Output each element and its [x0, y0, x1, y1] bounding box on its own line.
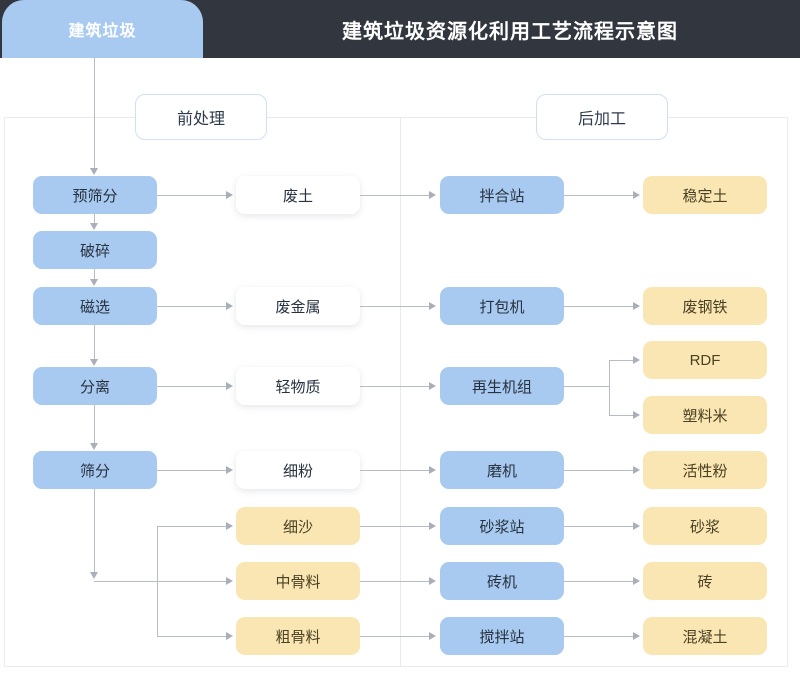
connector-source-to-prescreen	[94, 58, 95, 171]
arrowhead-mill-to-active-powder	[633, 466, 640, 474]
connector-concrete-mixer-to-concrete	[564, 636, 634, 637]
arrowhead-bus-to-coarse-aggregate	[226, 632, 233, 640]
section-label-post: 后加工	[536, 94, 668, 140]
connector-brick-machine-to-brick	[564, 581, 634, 582]
arrowhead-waste-metal-to-baler	[429, 302, 436, 310]
node-intermediate-fine-powder[interactable]: 细粉	[236, 451, 360, 489]
node-equipment-mill[interactable]: 磨机	[440, 451, 564, 489]
section-rule-pre-left	[4, 117, 135, 118]
connector-magnetic-to-waste-metal	[157, 306, 227, 307]
node-intermediate-medium-aggregate[interactable]: 中骨料	[236, 562, 360, 600]
node-equipment-mixing-station[interactable]: 拌合站	[440, 176, 564, 214]
arrowhead-bus-to-fine-sand	[226, 522, 233, 530]
node-product-active-powder[interactable]: 活性粉	[643, 451, 767, 489]
node-equipment-brick-machine[interactable]: 砖机	[440, 562, 564, 600]
source-tab: 建筑垃圾	[2, 0, 203, 58]
arrowhead-separate-to-light-material	[226, 382, 233, 390]
connector-bus-to-medium-aggregate	[157, 581, 227, 582]
arrowhead-brick-machine-to-brick	[633, 577, 640, 585]
node-intermediate-waste-soil[interactable]: 废土	[236, 176, 360, 214]
connector-waste-metal-to-baler	[360, 306, 430, 307]
connector-recycling-unit-split-trunk	[609, 360, 610, 415]
arrowhead-concrete-mixer-to-concrete	[633, 632, 640, 640]
arrowhead-baler-to-scrap-steel	[633, 302, 640, 310]
arrowhead-split-to-plastic-pellets	[633, 411, 640, 419]
connector-magnetic-to-separate	[94, 325, 95, 360]
connector-prescreen-to-crush	[94, 214, 95, 224]
section-rule-post-right	[668, 117, 788, 118]
connector-mortar-station-to-mortar	[564, 526, 634, 527]
node-product-rdf[interactable]: RDF	[643, 341, 767, 379]
connector-split-to-plastic-pellets	[609, 415, 634, 416]
node-product-brick[interactable]: 砖	[643, 562, 767, 600]
arrowhead-coarse-aggregate-to-concrete-mixer	[429, 632, 436, 640]
node-process-magnetic[interactable]: 磁选	[33, 287, 157, 325]
connector-fine-powder-to-mill	[360, 470, 430, 471]
node-equipment-baler[interactable]: 打包机	[440, 287, 564, 325]
section-label-pre: 前处理	[135, 94, 267, 140]
arrowhead-magnetic-to-separate	[90, 359, 98, 366]
arrowhead-source-to-prescreen	[90, 168, 98, 175]
connector-separate-to-screen	[94, 405, 95, 444]
connector-mill-to-active-powder	[564, 470, 634, 471]
connector-separate-to-light-material	[157, 386, 227, 387]
connector-coarse-aggregate-to-concrete-mixer	[360, 636, 430, 637]
arrowhead-split-to-rdf	[633, 356, 640, 364]
node-intermediate-waste-metal[interactable]: 废金属	[236, 287, 360, 325]
node-product-stabilized-soil[interactable]: 稳定土	[643, 176, 767, 214]
connector-medium-aggregate-to-brick-machine	[360, 581, 430, 582]
arrowhead-fine-sand-to-mortar-station	[429, 522, 436, 530]
node-process-separate[interactable]: 分离	[33, 367, 157, 405]
node-intermediate-fine-sand[interactable]: 细沙	[236, 507, 360, 545]
node-process-prescreen[interactable]: 预筛分	[33, 176, 157, 214]
node-product-concrete[interactable]: 混凝土	[643, 617, 767, 655]
arrowhead-fine-powder-to-mill	[429, 466, 436, 474]
node-process-screen[interactable]: 筛分	[33, 451, 157, 489]
node-product-mortar[interactable]: 砂浆	[643, 507, 767, 545]
connector-mixing-station-to-stabilized-soil	[564, 195, 634, 196]
connector-bus-to-coarse-aggregate	[157, 636, 227, 637]
section-rule-pre-right	[267, 117, 400, 118]
arrowhead-mortar-station-to-mortar	[633, 522, 640, 530]
connector-prescreen-to-waste-soil	[157, 195, 227, 196]
connector-light-material-to-recycling-unit	[360, 386, 430, 387]
node-product-scrap-steel[interactable]: 废钢铁	[643, 287, 767, 325]
arrowhead-screen-to-fine-powder	[226, 466, 233, 474]
arrowhead-medium-aggregate-to-brick-machine	[429, 577, 436, 585]
arrowhead-waste-soil-to-mixing-station	[429, 191, 436, 199]
connector-baler-to-scrap-steel	[564, 306, 634, 307]
arrowhead-prescreen-to-crush	[90, 223, 98, 230]
node-process-crush[interactable]: 破碎	[33, 231, 157, 269]
connector-crush-to-magnetic	[94, 269, 95, 280]
node-product-plastic-pellets[interactable]: 塑料米	[643, 396, 767, 434]
connector-screen-to-aggregate-bus	[94, 489, 95, 573]
arrowhead-screen-to-aggregate-bus	[90, 572, 98, 579]
node-intermediate-coarse-aggregate[interactable]: 粗骨料	[236, 617, 360, 655]
connector-bus-to-fine-sand	[157, 526, 227, 527]
stage-divider	[400, 118, 401, 667]
connector-fine-sand-to-mortar-station	[360, 526, 430, 527]
connector-aggregate-bus-horizontal	[94, 581, 157, 582]
arrowhead-separate-to-screen	[90, 443, 98, 450]
connector-waste-soil-to-mixing-station	[360, 195, 430, 196]
source-tab-label: 建筑垃圾	[68, 23, 137, 40]
arrowhead-magnetic-to-waste-metal	[226, 302, 233, 310]
arrowhead-prescreen-to-waste-soil	[226, 191, 233, 199]
node-equipment-concrete-mixer[interactable]: 搅拌站	[440, 617, 564, 655]
arrowhead-mixing-station-to-stabilized-soil	[633, 191, 640, 199]
node-equipment-recycling-unit[interactable]: 再生机组	[440, 367, 564, 405]
connector-recycling-unit-stub	[564, 386, 610, 387]
page-title: 建筑垃圾资源化利用工艺流程示意图	[342, 20, 678, 43]
arrowhead-light-material-to-recycling-unit	[429, 382, 436, 390]
connector-split-to-rdf	[609, 360, 634, 361]
arrowhead-crush-to-magnetic	[90, 279, 98, 286]
node-intermediate-light-material[interactable]: 轻物质	[236, 367, 360, 405]
section-rule-post-left	[400, 117, 536, 118]
connector-screen-to-fine-powder	[157, 470, 227, 471]
arrowhead-bus-to-medium-aggregate	[226, 577, 233, 585]
node-equipment-mortar-station[interactable]: 砂浆站	[440, 507, 564, 545]
